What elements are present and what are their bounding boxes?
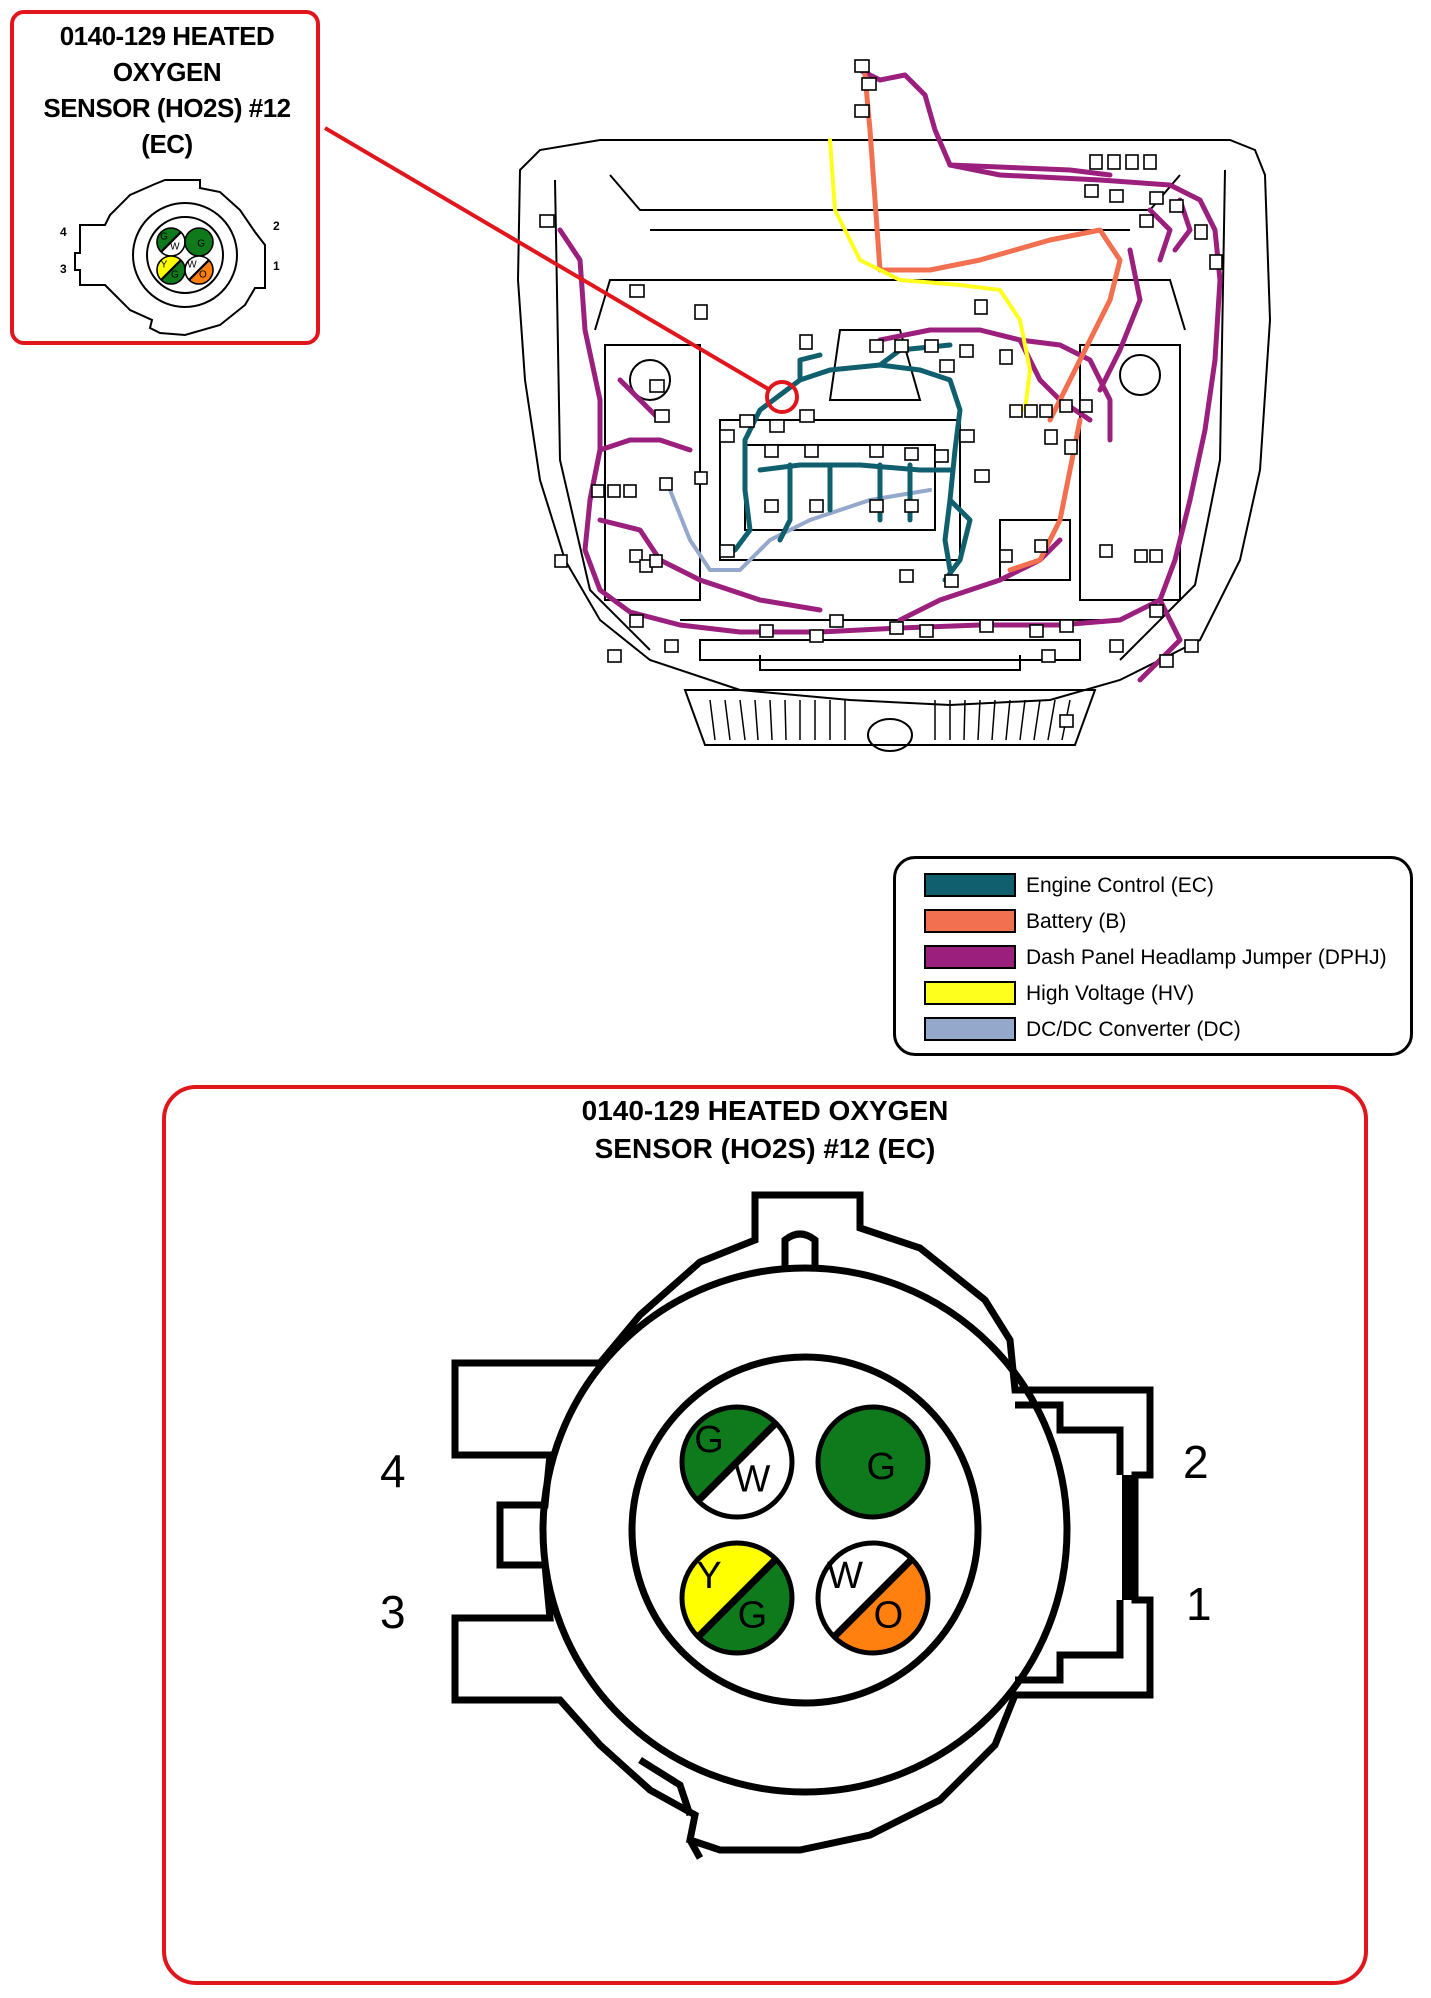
- legend-swatch: [924, 873, 1016, 897]
- connector-housing: [451, 1191, 1154, 1860]
- inset-pin-4: GW: [156, 227, 186, 257]
- legend-label: DC/DC Converter (DC): [1026, 1018, 1241, 1041]
- inset-pin-number-3: 3: [60, 262, 67, 276]
- inset-title-line-4: (EC): [141, 129, 193, 159]
- engine-bay-harness-drawing: [323, 59, 1272, 752]
- grille: [709, 699, 1071, 741]
- pin-number-4: 4: [380, 1445, 406, 1497]
- connector-title-line-1: 0140-129 HEATED OXYGEN: [581, 1095, 949, 1126]
- legend-label: Engine Control (EC): [1026, 874, 1214, 897]
- dphj-harness: [557, 67, 1223, 683]
- inset-pin-3: YG: [156, 255, 186, 285]
- legend-swatch: [924, 945, 1016, 969]
- pin-1-bottom-letter: O: [874, 1594, 904, 1636]
- inset-pin-1: WO: [184, 255, 214, 285]
- inset-title-line-3: SENSOR (HO2S) #12: [43, 93, 291, 123]
- connector-title-line-2: SENSOR (HO2S) #12 (EC): [594, 1133, 936, 1164]
- pin-1-top-letter: W: [827, 1555, 863, 1597]
- pin-4-top-letter: G: [694, 1419, 724, 1461]
- pin-number-1: 1: [1186, 1578, 1212, 1630]
- legend-swatch: [924, 1017, 1016, 1041]
- pin-3: YG: [679, 1540, 795, 1656]
- callout-leader-line: [323, 126, 772, 392]
- legend-swatch: [924, 981, 1016, 1005]
- pin-4-bottom-letter: W: [734, 1458, 770, 1500]
- inset-title-line-1: 0140-129 HEATED: [59, 21, 275, 51]
- high-voltage-harness: [828, 138, 1032, 412]
- connector-detail-panel: [162, 1085, 1368, 1985]
- inset-title-line-2: OXYGEN: [112, 57, 222, 87]
- pin-number-3: 3: [380, 1586, 406, 1638]
- pin-1: WO: [815, 1540, 931, 1656]
- inset-pin-1-top-letter: W: [187, 260, 197, 271]
- dc-converter-harness: [668, 488, 932, 572]
- inset-pin-4-bottom-letter: W: [170, 241, 180, 252]
- pin-2-letter: G: [866, 1446, 896, 1488]
- harness-legend: Engine Control (EC) Battery (B) Dash Pan…: [893, 856, 1413, 1056]
- inset-pin-4-top-letter: G: [160, 232, 168, 243]
- legend-label: Dash Panel Headlamp Jumper (DPHJ): [1026, 946, 1387, 969]
- pin-4: GW: [679, 1404, 795, 1520]
- legend-swatch: [924, 909, 1016, 933]
- pin-number-2: 2: [1183, 1436, 1209, 1488]
- inset-title: 0140-129 HEATED OXYGEN SENSOR (HO2S) #12…: [22, 18, 312, 162]
- harness-connectors: [539, 59, 1223, 728]
- connector-title: 0140-129 HEATED OXYGEN SENSOR (HO2S) #12…: [162, 1092, 1368, 1168]
- inset-pin-2-letter: G: [197, 239, 205, 250]
- inset-pin-3-bottom-letter: G: [171, 269, 179, 280]
- legend-label: High Voltage (HV): [1026, 982, 1195, 1005]
- callout-target-ring: [765, 380, 799, 414]
- pin-2: G: [815, 1404, 931, 1520]
- legend-label: Battery (B): [1026, 910, 1127, 933]
- pin-3-top-letter: Y: [696, 1555, 721, 1597]
- inset-pin-number-2: 2: [273, 219, 280, 233]
- inset-pin-1-bottom-letter: O: [199, 269, 207, 280]
- inset-pin-number-1: 1: [273, 259, 280, 273]
- pin-3-bottom-letter: G: [738, 1594, 768, 1636]
- inset-callout-box: [10, 10, 320, 345]
- inset-pin-number-4: 4: [60, 225, 67, 239]
- inset-pin-2: G: [184, 227, 214, 257]
- inset-pin-3-top-letter: Y: [161, 260, 168, 271]
